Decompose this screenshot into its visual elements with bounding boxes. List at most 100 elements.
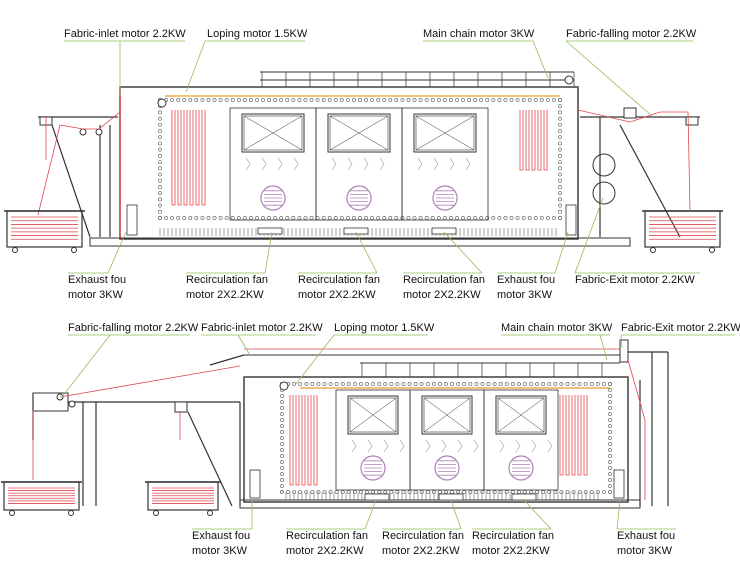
- oven-frame: [243, 376, 629, 503]
- airflow-arrow: [277, 157, 283, 171]
- chain-link: [608, 412, 612, 416]
- label-line: Exhaust fou: [497, 274, 556, 286]
- chain-link: [364, 98, 368, 102]
- label-line: motor 3KW: [68, 289, 124, 301]
- airflow-arrow: [363, 157, 369, 171]
- leader-line: [295, 334, 335, 385]
- nozzle-box: [327, 113, 391, 153]
- machine-base: [239, 499, 641, 509]
- chain-link: [527, 216, 532, 220]
- recirculation-fan: [346, 185, 372, 211]
- label-line: motor 2X2.2KW: [286, 545, 364, 557]
- chain-link: [608, 466, 612, 470]
- chain-links: [158, 98, 162, 220]
- nozzle-diag: [415, 115, 475, 151]
- machine-base: [89, 237, 631, 247]
- label-top-recirculation-fan-1: Recirculation fan motor 2X2.2KW: [186, 273, 268, 303]
- chamber-frame: [483, 389, 559, 491]
- chain-link: [200, 98, 205, 102]
- chain-link: [158, 216, 162, 220]
- label-line: motor 3KW: [617, 545, 673, 557]
- chain-link: [449, 216, 453, 220]
- chain-link: [255, 98, 259, 102]
- chain-link: [285, 98, 290, 102]
- airflow-arrow: [417, 157, 423, 171]
- fabric-loop: [565, 395, 570, 476]
- chain-link: [280, 418, 284, 422]
- chain-link: [280, 484, 284, 488]
- label-line: motor 2X2.2KW: [298, 289, 376, 301]
- chain-link: [327, 216, 332, 220]
- chamber-frame: [401, 107, 489, 221]
- chain-link: [400, 98, 405, 102]
- chain-link: [339, 216, 344, 220]
- chain-link: [473, 216, 478, 220]
- fabric-trolley: [4, 210, 85, 253]
- chain-link: [176, 98, 181, 102]
- fabric-loop: [537, 110, 542, 171]
- chain-link: [236, 216, 241, 220]
- chain-link: [547, 490, 552, 494]
- chain-link: [370, 216, 375, 220]
- fabric-loop: [183, 110, 188, 206]
- chain-link: [438, 490, 442, 494]
- chain-link: [412, 98, 417, 102]
- chain-link: [608, 472, 612, 476]
- recirculation-fan: [432, 185, 458, 211]
- leader-line: [620, 334, 623, 349]
- chain-link: [345, 98, 350, 102]
- chain-link: [395, 382, 400, 386]
- top-machine-diagram: [4, 71, 723, 253]
- chain-link: [577, 490, 582, 494]
- chain-link: [194, 98, 199, 102]
- exit-leg: [619, 124, 681, 238]
- chain-link: [315, 98, 320, 102]
- chain-link: [249, 98, 253, 102]
- chain-link: [503, 98, 508, 102]
- chain-link: [321, 98, 326, 102]
- airflow-arrow: [465, 157, 471, 171]
- chain-link: [394, 216, 399, 220]
- fabric-path: [577, 109, 691, 211]
- chain-link: [158, 209, 162, 214]
- chain-link: [352, 382, 357, 386]
- oven-chamber: [315, 107, 403, 221]
- label-bottom-loping-motor: Loping motor 1.5KW: [334, 322, 435, 334]
- nozzle-box-inner: [243, 115, 303, 151]
- chain-link: [176, 216, 181, 220]
- chain-link: [510, 382, 515, 386]
- chain-link: [418, 98, 423, 102]
- recirculation-fan: [508, 455, 534, 481]
- entry-leg: [51, 124, 91, 238]
- fabric-loop: [177, 110, 182, 206]
- label-top-exhaust-fan-right: Exhaust fou motor 3KW: [497, 273, 555, 303]
- exhaust-unit: [364, 493, 390, 501]
- chain-link: [504, 382, 509, 386]
- chain-link: [558, 203, 562, 208]
- chain-link: [504, 490, 509, 494]
- airflow-arrow: [449, 157, 455, 171]
- chain-link: [158, 141, 162, 146]
- fabric-path: [627, 359, 646, 500]
- chain-link: [364, 216, 368, 220]
- fabric-loop: [583, 395, 588, 476]
- trolley-wheel: [71, 247, 77, 253]
- chain-link: [602, 382, 606, 386]
- chain-link: [521, 216, 526, 220]
- chain-link: [558, 185, 562, 189]
- chain-link: [158, 147, 162, 152]
- chain-link: [158, 153, 162, 158]
- oven-chamber: [229, 107, 317, 221]
- drive-sprocket: [279, 381, 289, 391]
- chain-link: [407, 490, 412, 494]
- chain-link: [310, 382, 315, 386]
- label-line: Recirculation fan: [472, 530, 554, 542]
- label-line: Exhaust fou: [192, 530, 251, 542]
- fabric-loop: [519, 110, 524, 171]
- chain-link: [436, 216, 441, 220]
- label-line: Recirculation fan: [403, 274, 485, 286]
- chain-links: [280, 382, 612, 386]
- leader-line: [554, 231, 569, 274]
- fabric-path: [59, 365, 241, 398]
- nozzle-box-inner: [349, 397, 397, 433]
